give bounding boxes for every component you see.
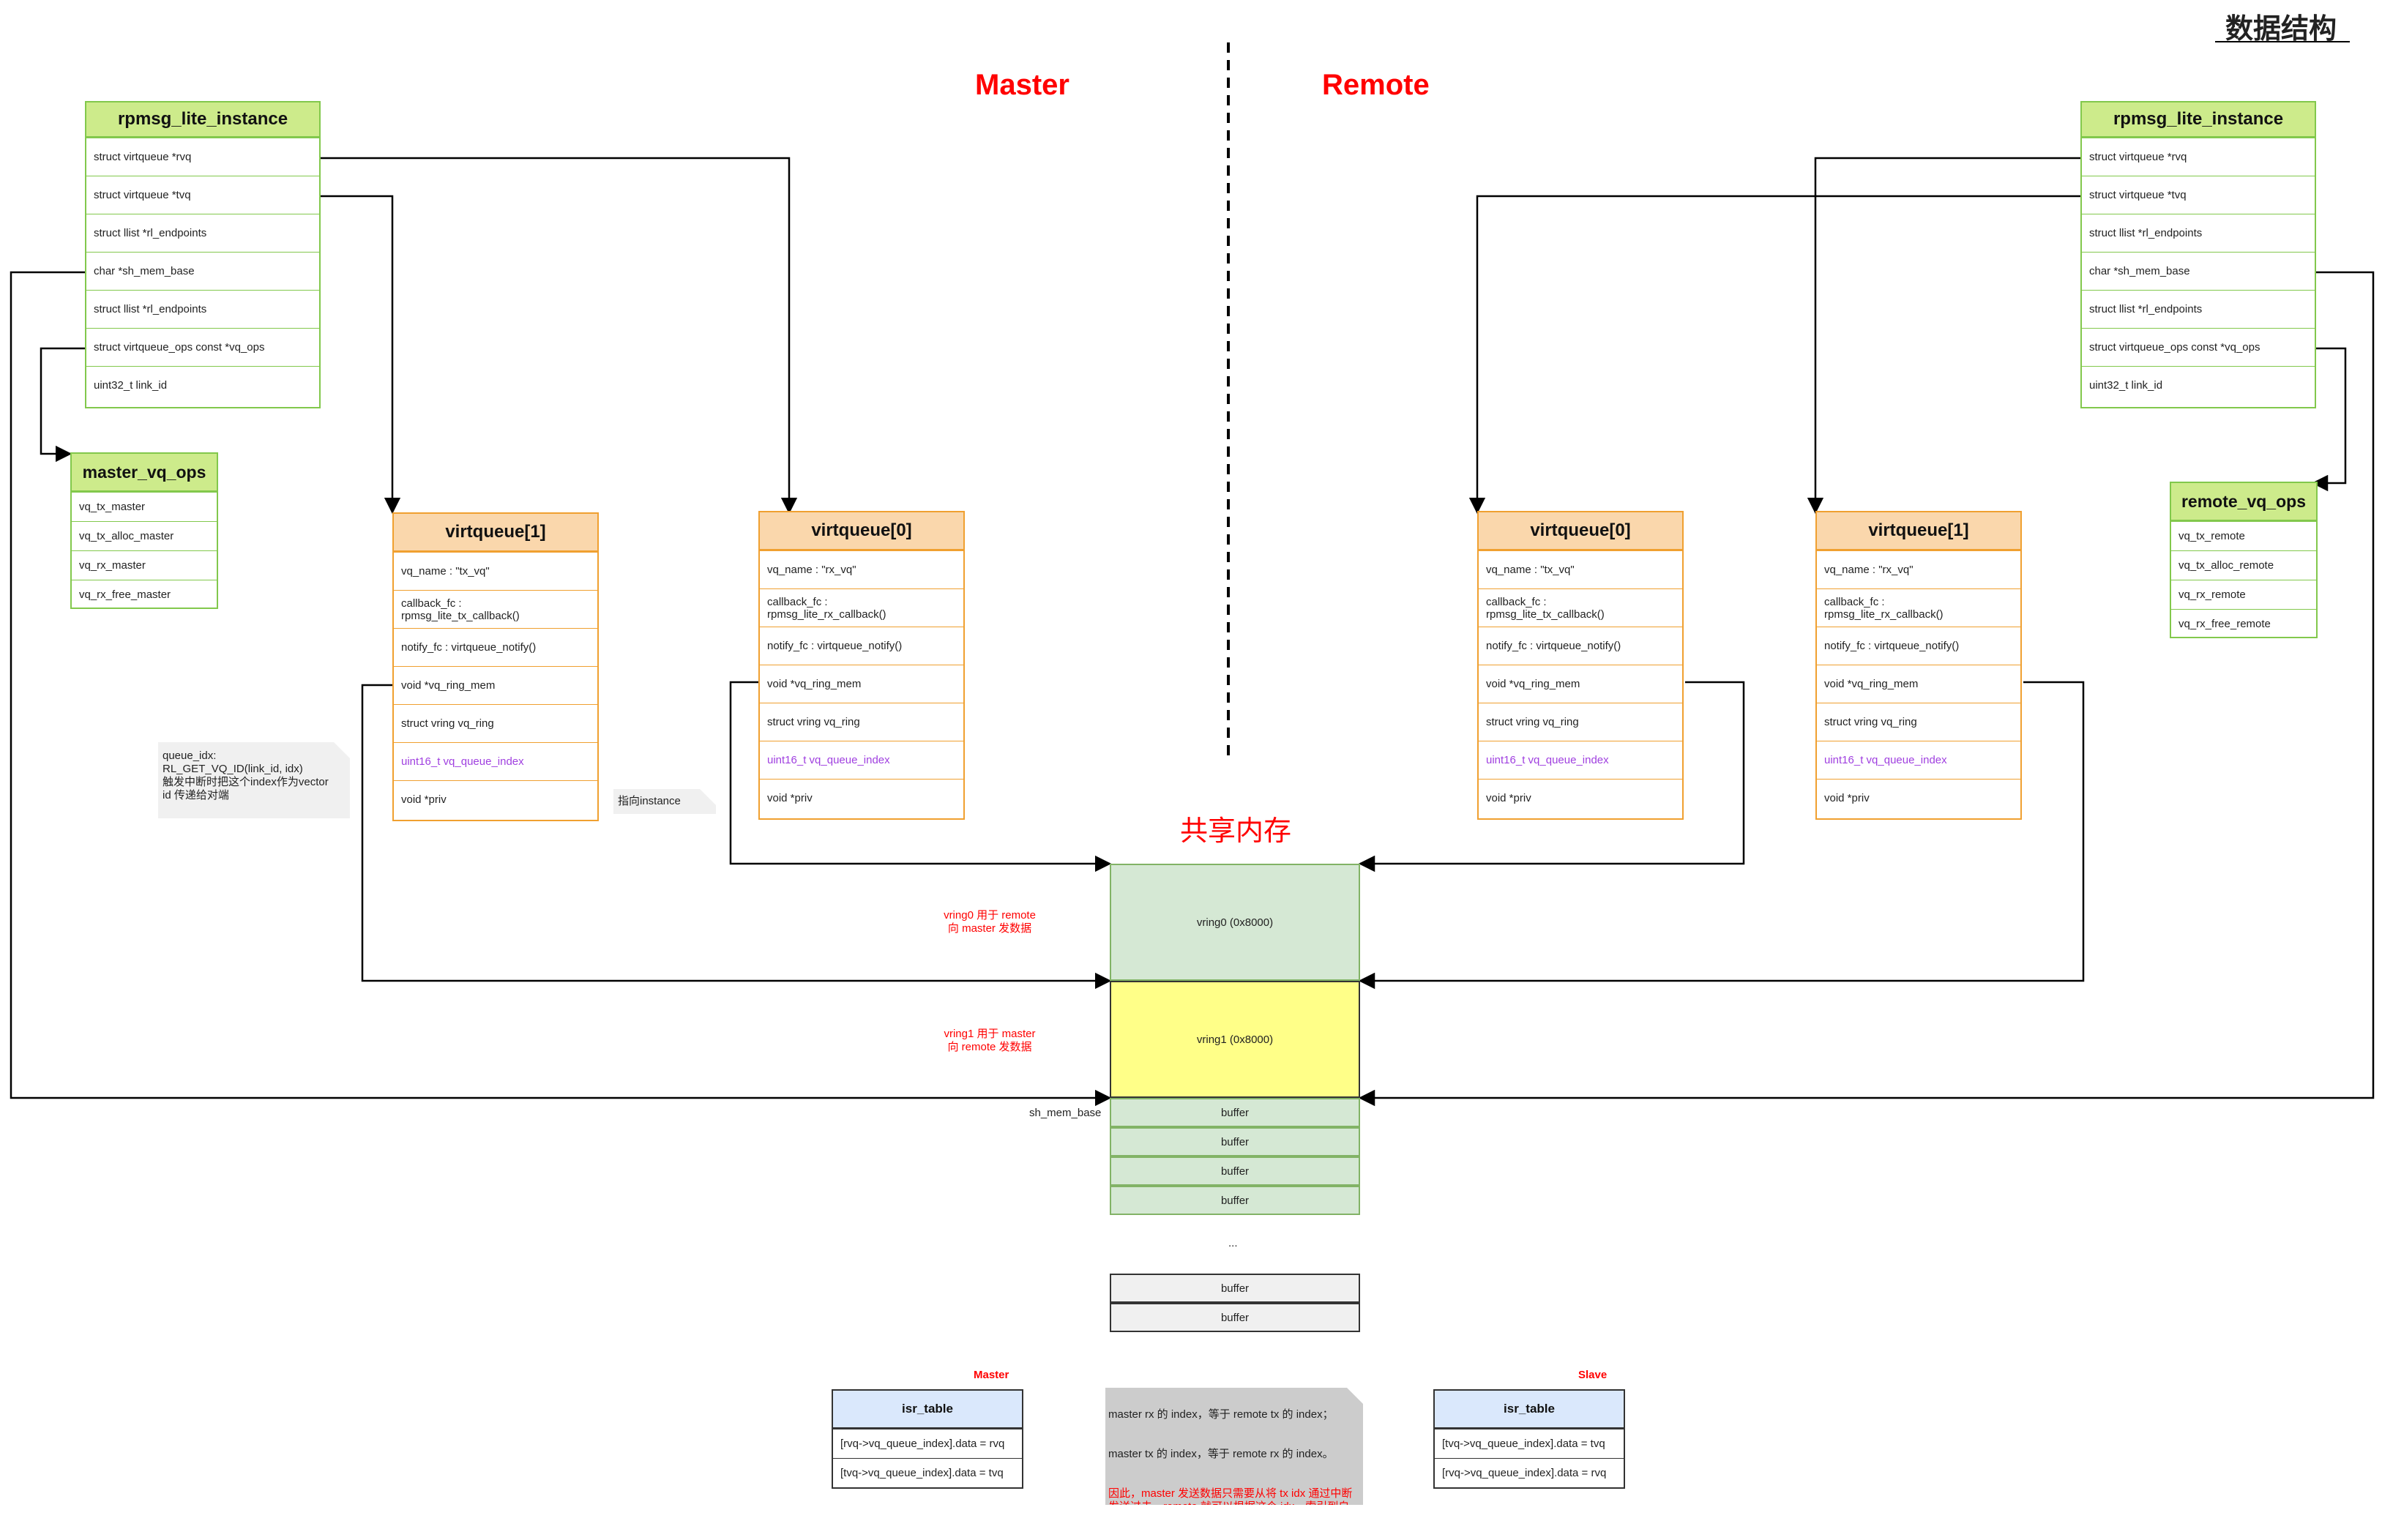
- field-rl-endpoints: struct llist *rl_endpoints: [86, 290, 319, 328]
- field-rl-endpoints: struct llist *rl_endpoints: [86, 214, 319, 252]
- buffer-block: buffer: [1110, 1274, 1360, 1303]
- remote-vq-ops: remote_vq_ops vq_tx_remote vq_tx_alloc_r…: [2170, 482, 2318, 638]
- ops-item: vq_rx_free_master: [72, 580, 217, 609]
- instance-left: rpmsg_lite_instance struct virtqueue *rv…: [85, 101, 321, 408]
- ops-item: vq_tx_remote: [2171, 521, 2316, 550]
- vq-field-notify: notify_fc : virtqueue_notify(): [1817, 627, 2020, 665]
- vq-field-notify: notify_fc : virtqueue_notify(): [760, 627, 963, 665]
- vq-field-ring-mem: void *vq_ring_mem: [760, 665, 963, 703]
- remote-label: Remote: [1322, 69, 1430, 101]
- field-rvq: struct virtqueue *rvq: [2082, 138, 2315, 176]
- virtqueue-title: virtqueue[0]: [1479, 512, 1682, 550]
- vq-field-priv: void *priv: [394, 780, 597, 818]
- vq-field-callback: callback_fc : rpmsg_lite_rx_callback(): [760, 588, 963, 627]
- vring1-block: vring1 (0x8000): [1110, 981, 1360, 1098]
- vring0-block: vring0 (0x8000): [1110, 864, 1360, 981]
- vq-field-vring: struct vring vq_ring: [1479, 703, 1682, 741]
- field-rl-endpoints: struct llist *rl_endpoints: [2082, 290, 2315, 328]
- vq-field-priv: void *priv: [760, 779, 963, 817]
- vq-field-name: vq_name : "rx_vq": [760, 550, 963, 588]
- ops-item: vq_tx_alloc_master: [72, 521, 217, 550]
- shared-memory-label: 共享内存: [1180, 816, 1292, 847]
- isr-table-slave: isr_table [tvq->vq_queue_index].data = t…: [1433, 1389, 1625, 1489]
- virtqueue-master-1: virtqueue[1] vq_name : "tx_vq" callback_…: [392, 512, 599, 821]
- field-vq-ops: struct virtqueue_ops const *vq_ops: [2082, 328, 2315, 366]
- field-sh-mem-base: char *sh_mem_base: [86, 252, 319, 290]
- vq-field-priv: void *priv: [1479, 779, 1682, 817]
- virtqueue-remote-1: virtqueue[1] vq_name : "rx_vq" callback_…: [1815, 511, 2022, 820]
- field-vq-ops: struct virtqueue_ops const *vq_ops: [86, 328, 319, 366]
- vq-field-ring-mem: void *vq_ring_mem: [1817, 665, 2020, 703]
- ops-item: vq_rx_master: [72, 550, 217, 580]
- vq-field-queue-index: uint16_t vq_queue_index: [394, 742, 597, 780]
- queue-idx-note: queue_idx: RL_GET_VQ_ID(link_id, idx) 触发…: [158, 742, 350, 818]
- vq-field-notify: notify_fc : virtqueue_notify(): [394, 628, 597, 666]
- vq-field-ring-mem: void *vq_ring_mem: [394, 666, 597, 704]
- isr-table-row: [rvq->vq_queue_index].data = rvq: [833, 1429, 1022, 1458]
- virtqueue-remote-0: virtqueue[0] vq_name : "tx_vq" callback_…: [1477, 511, 1684, 820]
- ops-item: vq_tx_master: [72, 492, 217, 521]
- isr-table-master: isr_table [rvq->vq_queue_index].data = r…: [832, 1389, 1023, 1489]
- field-rvq: struct virtqueue *rvq: [86, 138, 319, 176]
- buffer-block: buffer: [1110, 1127, 1360, 1156]
- note-line: master tx 的 index，等于 remote rx 的 index。: [1108, 1448, 1334, 1460]
- vq-field-callback: callback_fc : rpmsg_lite_rx_callback(): [1817, 588, 2020, 627]
- buffer-block: buffer: [1110, 1156, 1360, 1186]
- vq-field-vring: struct vring vq_ring: [1817, 703, 2020, 741]
- ops-item: vq_tx_alloc_remote: [2171, 550, 2316, 580]
- vq-field-vring: struct vring vq_ring: [394, 704, 597, 742]
- instance-left-title: rpmsg_lite_instance: [86, 102, 319, 138]
- vring1-description: vring1 用于 master 向 remote 发数据: [944, 1028, 1036, 1053]
- field-link-id: uint32_t link_id: [2082, 366, 2315, 404]
- master-vq-ops: master_vq_ops vq_tx_master vq_tx_alloc_m…: [70, 452, 218, 609]
- vring0-description: vring0 用于 remote 向 master 发数据: [944, 909, 1036, 935]
- isr-table-row: [tvq->vq_queue_index].data = tvq: [833, 1458, 1022, 1487]
- virtqueue-title: virtqueue[1]: [1817, 512, 2020, 550]
- ellipsis-label: ...: [1228, 1237, 1238, 1249]
- connector-lines: [10, 41, 2375, 1107]
- field-sh-mem-base: char *sh_mem_base: [2082, 252, 2315, 290]
- points-to-instance-note: 指向instance: [613, 789, 716, 814]
- instance-right-title: rpmsg_lite_instance: [2082, 102, 2315, 138]
- index-explanation-note: master rx 的 index，等于 remote tx 的 index； …: [1105, 1388, 1363, 1505]
- vq-field-queue-index: uint16_t vq_queue_index: [1479, 741, 1682, 779]
- vq-field-priv: void *priv: [1817, 779, 2020, 817]
- virtqueue-title: virtqueue[1]: [394, 514, 597, 552]
- vq-field-callback: callback_fc : rpmsg_lite_tx_callback(): [1479, 588, 1682, 627]
- buffer-block: buffer: [1110, 1098, 1360, 1127]
- vq-field-name: vq_name : "tx_vq": [394, 552, 597, 590]
- vq-field-queue-index: uint16_t vq_queue_index: [760, 741, 963, 779]
- buffer-block: buffer: [1110, 1186, 1360, 1215]
- field-tvq: struct virtqueue *tvq: [86, 176, 319, 214]
- isr-table-title: isr_table: [833, 1391, 1022, 1429]
- field-rl-endpoints: struct llist *rl_endpoints: [2082, 214, 2315, 252]
- note-line: 因此，master 发送数据只需要从将 tx idx 通过中断发送过去，remo…: [1108, 1487, 1353, 1526]
- vq-field-name: vq_name : "tx_vq": [1479, 550, 1682, 588]
- sh-mem-base-label: sh_mem_base: [1029, 1107, 1102, 1119]
- master-label: Master: [975, 69, 1069, 101]
- isr-table-row: [tvq->vq_queue_index].data = tvq: [1435, 1429, 1624, 1458]
- instance-right: rpmsg_lite_instance struct virtqueue *rv…: [2080, 101, 2316, 408]
- isr-table-title: isr_table: [1435, 1391, 1624, 1429]
- isr-table-row: [rvq->vq_queue_index].data = rvq: [1435, 1458, 1624, 1487]
- vq-field-queue-index: uint16_t vq_queue_index: [1817, 741, 2020, 779]
- ops-item: vq_rx_remote: [2171, 580, 2316, 609]
- vq-field-callback: callback_fc : rpmsg_lite_tx_callback(): [394, 590, 597, 628]
- vq-field-notify: notify_fc : virtqueue_notify(): [1479, 627, 1682, 665]
- virtqueue-master-0: virtqueue[0] vq_name : "rx_vq" callback_…: [758, 511, 965, 820]
- remote-vq-ops-title: remote_vq_ops: [2171, 483, 2316, 521]
- vq-field-vring: struct vring vq_ring: [760, 703, 963, 741]
- master-vq-ops-title: master_vq_ops: [72, 454, 217, 492]
- page-title: 数据结构: [2225, 14, 2337, 45]
- vq-field-ring-mem: void *vq_ring_mem: [1479, 665, 1682, 703]
- field-link-id: uint32_t link_id: [86, 366, 319, 404]
- ops-item: vq_rx_free_remote: [2171, 609, 2316, 638]
- virtqueue-title: virtqueue[0]: [760, 512, 963, 550]
- field-tvq: struct virtqueue *tvq: [2082, 176, 2315, 214]
- isr-slave-label: Slave: [1578, 1369, 1608, 1381]
- note-line: master rx 的 index，等于 remote tx 的 index；: [1108, 1408, 1334, 1421]
- isr-master-label: Master: [974, 1369, 1009, 1381]
- buffer-block: buffer: [1110, 1303, 1360, 1332]
- vq-field-name: vq_name : "rx_vq": [1817, 550, 2020, 588]
